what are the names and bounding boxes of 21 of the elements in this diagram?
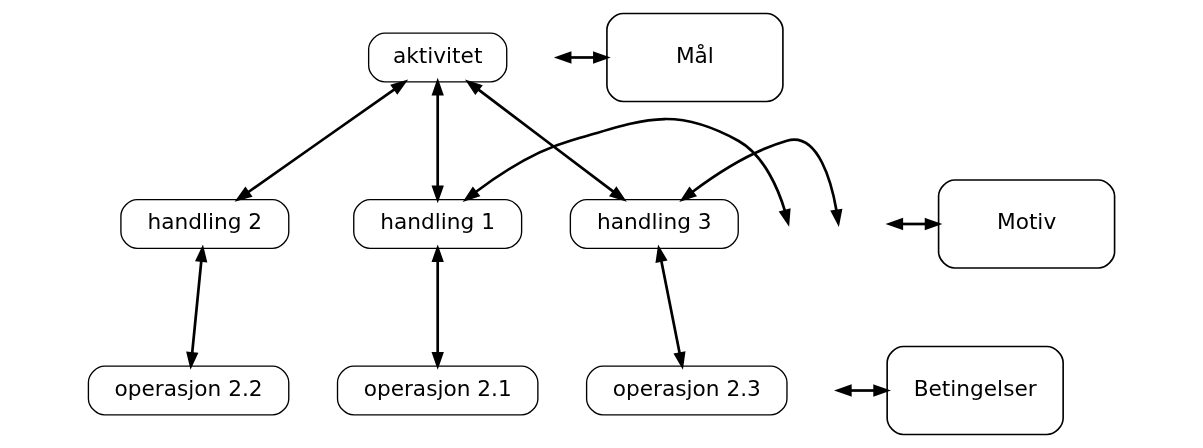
arrow bbox=[186, 244, 208, 370]
node-box: aktivitet bbox=[367, 32, 508, 83]
node-box: handling 2 bbox=[120, 198, 290, 250]
node-box: operasjon 2.3 bbox=[585, 365, 788, 416]
node-box: Motiv bbox=[937, 179, 1116, 269]
arrow bbox=[431, 244, 444, 370]
node-box: Mål bbox=[606, 12, 784, 103]
arrow bbox=[465, 79, 627, 202]
arrow bbox=[553, 51, 611, 64]
arrow bbox=[234, 79, 409, 202]
arrow bbox=[679, 138, 843, 227]
arrow bbox=[655, 244, 686, 370]
node-box: operasjon 2.1 bbox=[336, 365, 539, 416]
node-box: handling 1 bbox=[353, 198, 523, 250]
arrow bbox=[431, 77, 444, 204]
node-box: handling 3 bbox=[569, 198, 739, 250]
arrow bbox=[462, 117, 791, 227]
arrow bbox=[885, 217, 943, 231]
arrow bbox=[834, 384, 891, 397]
node-box: Betingelser bbox=[886, 345, 1064, 436]
node-box: operasjon 2.2 bbox=[87, 365, 290, 416]
